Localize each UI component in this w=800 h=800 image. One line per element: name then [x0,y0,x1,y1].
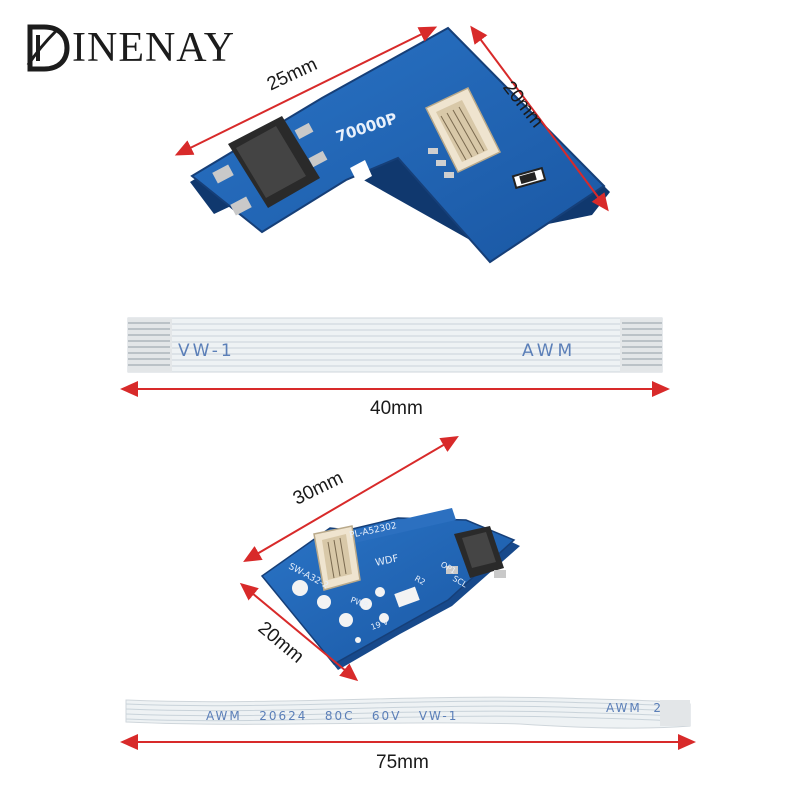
short-cable-print-right: AWM [522,341,576,361]
long-cable-print-main: AWM 20624 80C 60V VW-1 [206,709,458,723]
bottom-length-arrow [243,435,459,563]
long-ribbon-cable: AWM 20624 80C 60V VW-1 AWM 2 [125,696,691,729]
short-ribbon-cable: VW-1 AWM [127,317,663,373]
top-width-arrow [470,25,609,212]
brand-d-glyph [26,24,70,72]
bottom-width-arrow [239,582,359,682]
top-length-arrow [174,26,438,156]
short-cable-length-label: 40mm [370,398,423,419]
top-pcb-board: 70000P [190,26,610,264]
bottom-tact-switch [446,526,506,578]
short-cable-print-left: VW-1 [178,341,235,361]
long-cable-print-right: AWM 2 [606,701,663,715]
long-cable-length-label: 75mm [376,752,429,773]
